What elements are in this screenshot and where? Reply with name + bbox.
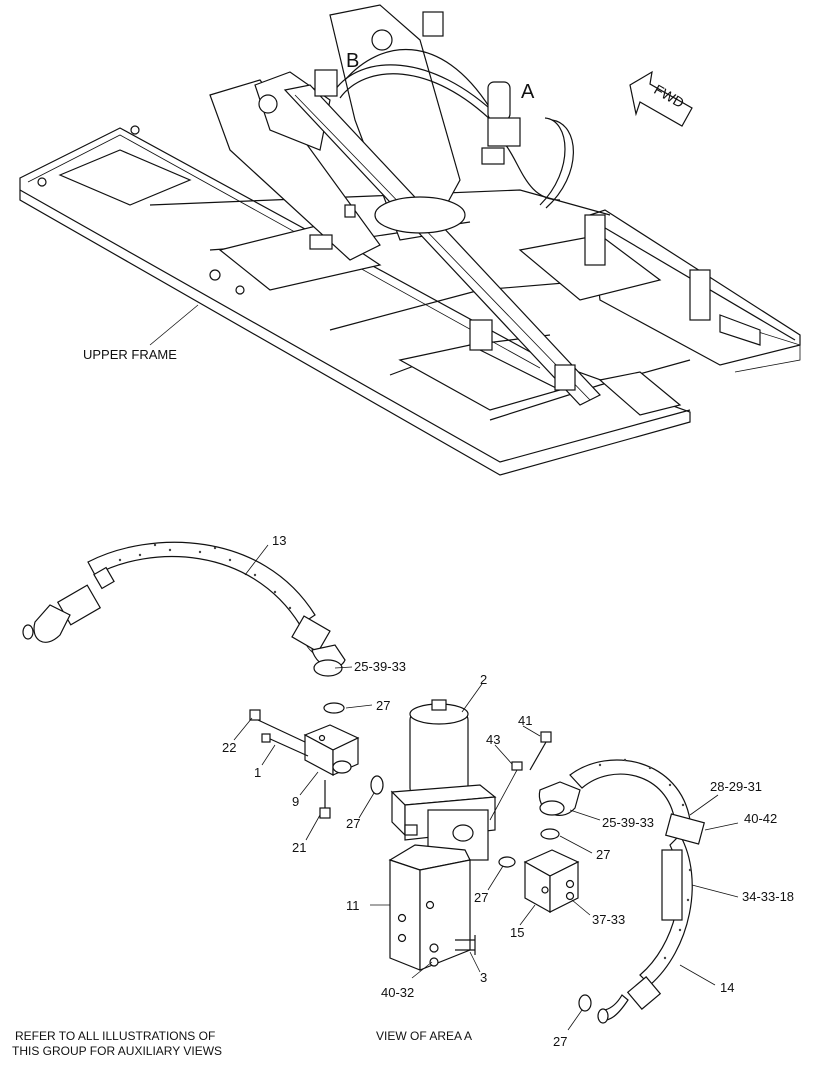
bolt-41 xyxy=(529,731,552,771)
hose-14 xyxy=(538,758,706,1024)
filter-2 xyxy=(390,699,497,861)
leader-lines xyxy=(233,544,739,1031)
callout-27-bottom: 27 xyxy=(553,1034,567,1049)
callout-27-top: 27 xyxy=(376,698,390,713)
callout-40-42: 40-42 xyxy=(744,811,777,826)
washer-43 xyxy=(489,761,523,821)
callout-25-39-33-left: 25-39-33 xyxy=(354,659,406,674)
hose-13 xyxy=(22,541,346,677)
bracket-11 xyxy=(388,844,471,971)
o-ring-27-bottom xyxy=(578,994,592,1012)
area-label-b: B xyxy=(346,50,359,72)
o-ring-27-top xyxy=(323,702,345,714)
o-ring-27-left xyxy=(370,775,384,795)
block-15 xyxy=(523,849,580,914)
bolt-1 xyxy=(261,733,309,757)
callout-2: 2 xyxy=(480,672,487,687)
callout-27-mid: 27 xyxy=(474,890,488,905)
bolt-22 xyxy=(249,709,306,743)
callout-3: 3 xyxy=(480,970,487,985)
bolt-21 xyxy=(319,780,331,819)
block-9 xyxy=(303,724,360,777)
area-label-a: A xyxy=(521,81,535,103)
o-ring-27-right xyxy=(540,828,560,840)
callout-34-33-18: 34-33-18 xyxy=(742,889,794,904)
fwd-arrow-icon: FWD xyxy=(629,70,693,127)
view-caption: VIEW OF AREA A xyxy=(376,1029,472,1043)
callout-15: 15 xyxy=(510,925,524,940)
callout-14: 14 xyxy=(720,980,734,995)
callout-28-29-31: 28-29-31 xyxy=(710,779,762,794)
frame-leader-line xyxy=(149,304,199,346)
callout-11: 11 xyxy=(346,898,360,913)
note-line-2: THIS GROUP FOR AUXILIARY VIEWS xyxy=(12,1044,222,1058)
o-ring-27-mid xyxy=(498,856,516,868)
callout-27-left: 27 xyxy=(346,816,360,831)
bolt-3 xyxy=(455,935,476,955)
callout-13: 13 xyxy=(272,533,286,548)
callout-25-39-33-right: 25-39-33 xyxy=(602,815,654,830)
callout-27-right: 27 xyxy=(596,847,610,862)
callout-labels: 13 25-39-33 2 27 41 43 22 1 9 27 21 28-2… xyxy=(222,533,794,1049)
callout-40-32: 40-32 xyxy=(381,985,414,1000)
callout-22: 22 xyxy=(222,740,236,755)
callout-9: 9 xyxy=(292,794,299,809)
note-line-1: REFER TO ALL ILLUSTRATIONS OF xyxy=(15,1029,215,1043)
callout-41: 41 xyxy=(518,713,532,728)
callout-43: 43 xyxy=(486,732,500,747)
frame-label: UPPER FRAME xyxy=(83,347,177,362)
callout-21: 21 xyxy=(292,840,306,855)
callout-37-33: 37-33 xyxy=(592,912,625,927)
callout-1: 1 xyxy=(254,765,261,780)
upper-frame-drawing xyxy=(19,4,801,476)
